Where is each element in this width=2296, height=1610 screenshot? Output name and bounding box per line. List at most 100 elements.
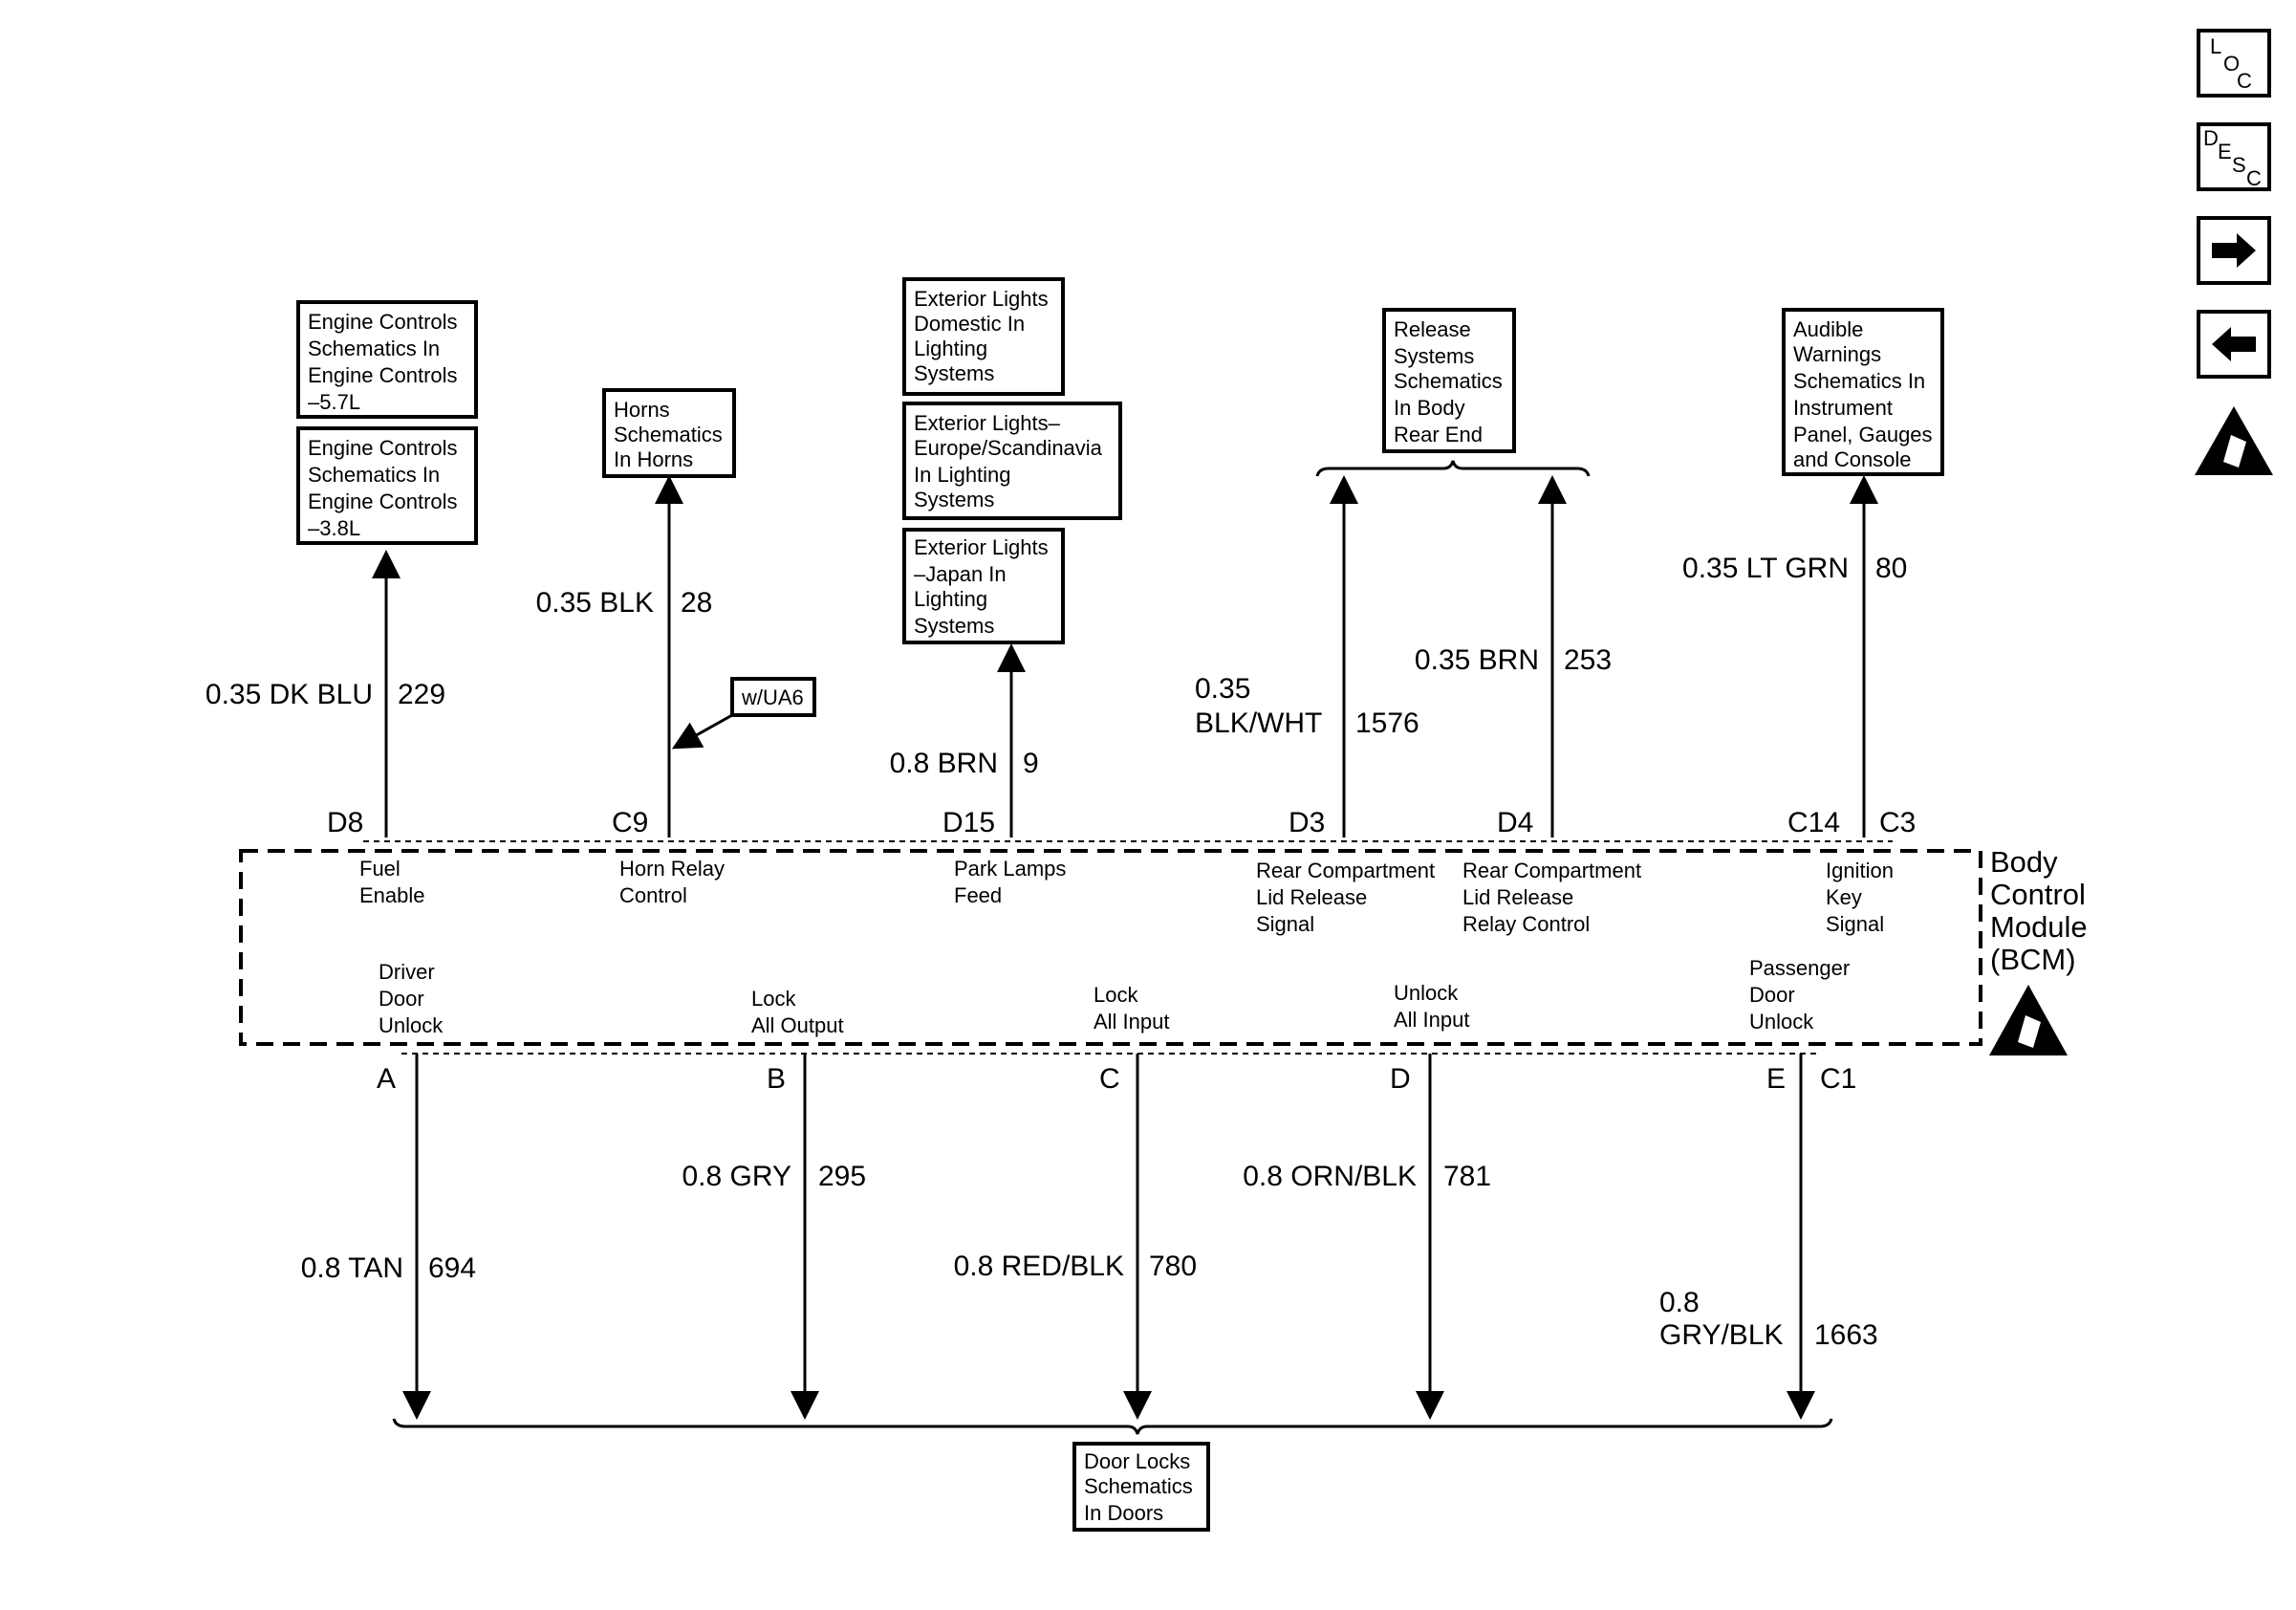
svg-text:Unlock: Unlock [1749,1010,1814,1033]
svg-text:Key: Key [1826,885,1862,909]
svg-text:E: E [1766,1063,1786,1095]
svg-text:C9: C9 [612,807,648,838]
svg-text:Control: Control [1990,878,2086,911]
svg-text:0.8 ORN/BLK: 0.8 ORN/BLK [1243,1161,1417,1192]
next-arrow-icon [2212,233,2256,268]
svg-text:Warnings: Warnings [1793,342,1881,366]
svg-text:O: O [2223,52,2240,76]
circuit-9: 0.8 BRN 9 D15 Park Lamps Feed [890,643,1066,907]
loc-button[interactable]: L O C [2197,29,2271,98]
ref-horns[interactable]: Horns Schematics In Horns [602,388,736,478]
svg-text:Audible: Audible [1793,317,1863,341]
svg-text:Park Lamps: Park Lamps [954,857,1066,881]
circuit-780: Lock All Input C 0.8 RED/BLK 780 [954,983,1197,1420]
svg-text:All Input: All Input [1394,1008,1470,1032]
svg-text:Horns: Horns [614,398,670,422]
svg-text:BLK/WHT: BLK/WHT [1195,707,1322,739]
bcm-esd-icon [1989,985,2068,1055]
svg-text:and Console: and Console [1793,447,1912,471]
svg-text:Domestic In: Domestic In [914,312,1025,336]
svg-text:Systems: Systems [914,488,994,511]
svg-text:Engine Controls: Engine Controls [308,436,458,460]
svg-text:D8: D8 [327,807,363,838]
ref-release-systems[interactable]: Release Systems Schematics In Body Rear … [1382,308,1516,453]
svg-text:C14: C14 [1787,807,1840,838]
ref-engine-5-7l[interactable]: Engine Controls Schematics In Engine Con… [296,300,478,419]
svg-text:D3: D3 [1289,807,1325,838]
svg-text:Body: Body [1990,845,2058,879]
svg-text:Horn Relay: Horn Relay [619,857,725,881]
esd-warning-icon [2195,406,2273,475]
svg-text:Schematics In: Schematics In [1793,369,1925,393]
svg-text:C: C [1099,1063,1120,1095]
svg-text:A: A [377,1063,396,1095]
svg-text:Schematics In: Schematics In [308,463,440,487]
svg-text:All Output: All Output [751,1013,844,1037]
ref-audible-warnings[interactable]: Audible Warnings Schematics In Instrumen… [1782,308,1944,476]
svg-text:S: S [2232,153,2246,177]
ref-door-locks[interactable]: Door Locks Schematics In Doors [1072,1442,1210,1532]
prev-arrow-icon [2212,327,2256,361]
svg-text:Engine Controls: Engine Controls [308,363,458,387]
svg-text:80: 80 [1875,553,1907,584]
svg-text:Unlock: Unlock [1394,981,1459,1005]
svg-text:Driver: Driver [379,960,435,984]
svg-text:Feed: Feed [954,883,1002,907]
circuit-295: Lock All Output B 0.8 GRY 295 [682,987,866,1420]
svg-text:Engine Controls: Engine Controls [308,310,458,334]
svg-text:Rear End: Rear End [1394,423,1483,446]
prev-button[interactable] [2197,310,2271,379]
svg-text:Lid Release: Lid Release [1462,885,1573,909]
svg-text:Schematics: Schematics [1084,1474,1193,1498]
svg-text:Control: Control [619,883,687,907]
ref-engine-3-8l[interactable]: Engine Controls Schematics In Engine Con… [296,426,478,545]
svg-text:28: 28 [681,587,712,619]
desc-button[interactable]: D E S C [2197,122,2271,191]
svg-text:Europe/Scandinavia: Europe/Scandinavia [914,436,1103,460]
svg-text:Systems: Systems [1394,344,1474,368]
ref-ext-lights-europe[interactable]: Exterior Lights– Europe/Scandinavia In L… [902,402,1122,520]
svg-text:0.8 BRN: 0.8 BRN [890,748,998,779]
bcm-module-outline [239,849,1982,1046]
ref-ext-lights-japan[interactable]: Exterior Lights –Japan In Lighting Syste… [902,528,1065,644]
svg-text:0.8 RED/BLK: 0.8 RED/BLK [954,1251,1124,1282]
svg-text:Rear Compartment: Rear Compartment [1256,859,1435,882]
release-brace [1315,460,1591,477]
svg-text:In Doors: In Doors [1084,1501,1163,1525]
svg-text:Exterior Lights–: Exterior Lights– [914,411,1061,435]
svg-text:w/UA6: w/UA6 [741,685,804,709]
svg-text:Door: Door [379,987,424,1011]
svg-text:295: 295 [818,1161,866,1192]
svg-text:Systems: Systems [914,614,994,638]
svg-text:780: 780 [1149,1251,1197,1282]
svg-text:In Body: In Body [1394,396,1465,420]
svg-text:D: D [2203,126,2219,150]
ref-ext-lights-domestic[interactable]: Exterior Lights Domestic In Lighting Sys… [902,277,1065,396]
circuit-229: 0.35 DK BLU 229 D8 Fuel Enable [206,550,445,907]
svg-text:0.8 TAN: 0.8 TAN [301,1252,403,1284]
svg-text:Exterior Lights: Exterior Lights [914,535,1049,559]
svg-text:Schematics: Schematics [614,423,723,446]
svg-text:D: D [1390,1063,1411,1095]
svg-text:(BCM): (BCM) [1990,943,2076,976]
svg-text:Instrument: Instrument [1793,396,1893,420]
svg-text:9: 9 [1023,748,1039,779]
svg-text:In Horns: In Horns [614,447,693,471]
svg-text:–Japan In: –Japan In [914,562,1007,586]
desc-icon [2197,122,2271,191]
svg-text:–3.8L: –3.8L [308,516,360,540]
svg-text:Systems: Systems [914,361,994,385]
svg-text:In Lighting: In Lighting [914,463,1011,487]
svg-text:C: C [2237,69,2252,93]
svg-text:Relay Control: Relay Control [1462,912,1590,936]
svg-text:Schematics In: Schematics In [308,337,440,360]
svg-text:All Input: All Input [1094,1010,1170,1033]
svg-text:229: 229 [398,679,445,710]
svg-text:253: 253 [1564,644,1612,676]
svg-text:Exterior Lights: Exterior Lights [914,287,1049,311]
svg-text:Release: Release [1394,317,1471,341]
svg-text:Signal: Signal [1256,912,1314,936]
svg-text:Lighting: Lighting [914,337,987,360]
svg-text:694: 694 [428,1252,476,1284]
next-button[interactable] [2197,216,2271,285]
